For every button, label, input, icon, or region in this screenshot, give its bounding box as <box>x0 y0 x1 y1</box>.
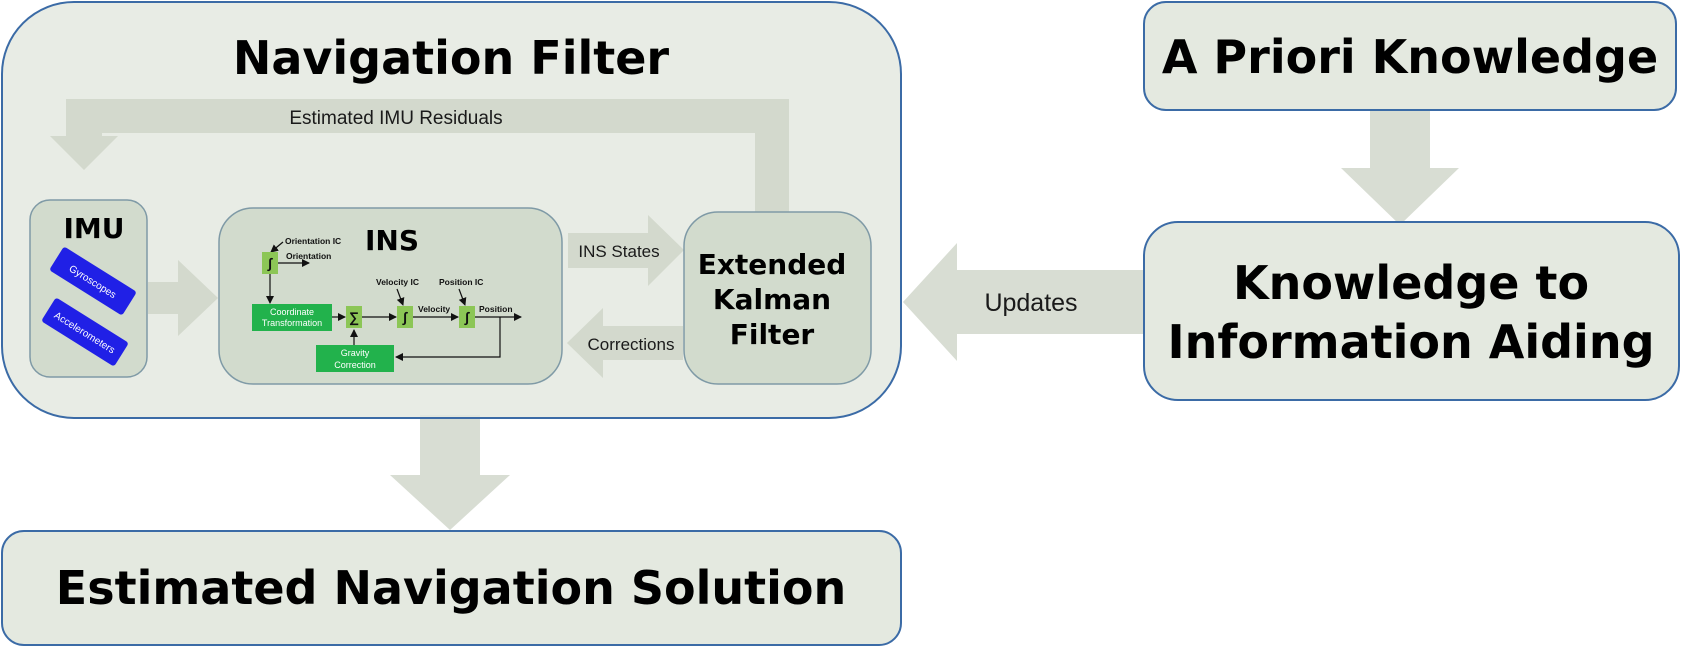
ekf-box <box>683 211 872 385</box>
navigation-solution-title: Estimated Navigation Solution <box>56 561 846 615</box>
ins-title: INS <box>365 224 419 257</box>
svg-text:∫: ∫ <box>267 255 273 272</box>
velocity-label: Velocity <box>418 304 450 314</box>
position-label: Position <box>479 304 513 314</box>
sum-block <box>346 306 362 328</box>
knowledge-aiding-title-line2: Information Aiding <box>1168 315 1655 369</box>
ins-states-label: INS States <box>578 242 659 261</box>
feedback-label: Estimated IMU Residuals <box>289 108 502 129</box>
knowledge-aiding-box <box>1143 221 1680 401</box>
knowledge-aiding-title-line1: Knowledge to <box>1233 256 1589 310</box>
svg-text:∫: ∫ <box>464 309 470 326</box>
velocity-integrator <box>397 306 413 328</box>
ekf-title-line3: Filter <box>730 318 815 351</box>
accelerometers-block <box>42 298 128 366</box>
svg-text:Gravity: Gravity <box>341 348 370 358</box>
ekf-title-line2: Kalman <box>713 283 831 316</box>
position-integrator <box>459 306 475 328</box>
coordinate-transformation-block <box>252 304 332 331</box>
ekf-title-line1: Extended <box>698 248 847 281</box>
solution-down-arrow <box>390 415 510 530</box>
velocity-ic-label: Velocity IC <box>376 277 419 287</box>
ins-box <box>218 207 563 385</box>
updates-label: Updates <box>984 289 1077 317</box>
svg-text:∑: ∑ <box>349 309 359 326</box>
gravity-correction-block <box>316 345 394 372</box>
corrections-label: Corrections <box>588 335 675 354</box>
a-priori-knowledge-box <box>1143 1 1677 111</box>
updates-arrow <box>903 243 1144 361</box>
position-ic-label: Position IC <box>439 277 483 287</box>
a-priori-knowledge-title: A Priori Knowledge <box>1162 30 1658 84</box>
navigation-filter-title: Navigation Filter <box>233 31 670 85</box>
gyroscopes-block <box>50 247 136 315</box>
navigation-solution-box <box>1 530 902 646</box>
svg-text:Coordinate: Coordinate <box>270 307 314 317</box>
orientation-label: Orientation <box>286 251 331 261</box>
imu-title: IMU <box>63 212 124 245</box>
svg-text:Correction: Correction <box>334 360 376 370</box>
a-priori-down-arrow <box>1341 108 1459 225</box>
orientation-ic-label: Orientation IC <box>285 236 341 246</box>
orientation-integrator <box>262 252 278 274</box>
svg-text:Transformation: Transformation <box>262 318 322 328</box>
svg-text:∫: ∫ <box>402 309 408 326</box>
